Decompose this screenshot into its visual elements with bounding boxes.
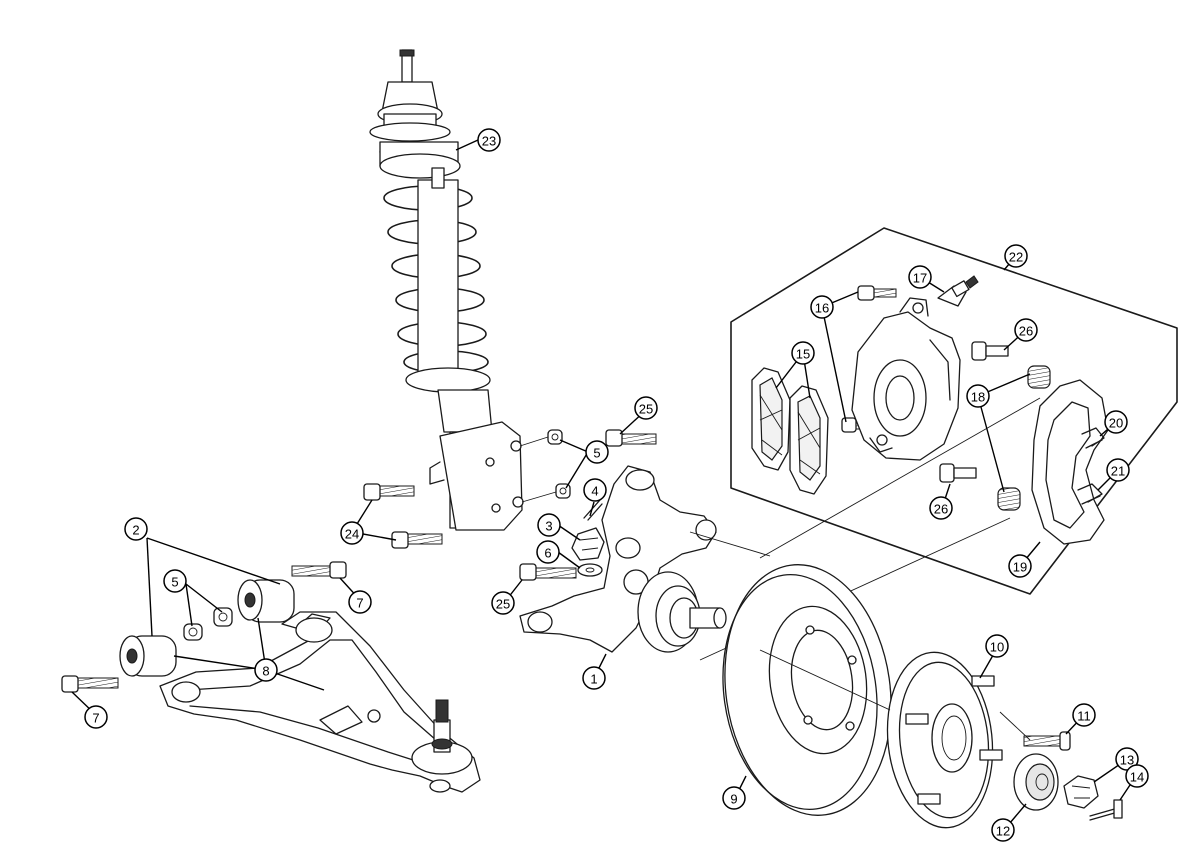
callout-5-arm: 5 bbox=[163, 569, 187, 593]
callouts: 1 2 3 4 5 5 6 7 7 8 9 10 11 12 13 14 15 … bbox=[84, 128, 1149, 842]
callout-1: 1 bbox=[582, 666, 606, 690]
callout-18: 18 bbox=[966, 384, 990, 408]
callout-23: 23 bbox=[477, 128, 501, 152]
callout-6: 6 bbox=[536, 540, 560, 564]
callout-19: 19 bbox=[1008, 554, 1032, 578]
control-arm-nuts bbox=[183, 607, 233, 641]
callout-8-label: 8 bbox=[262, 664, 269, 679]
callout-11-label: 11 bbox=[1077, 709, 1091, 724]
callout-23-label: 23 bbox=[482, 134, 496, 149]
steering-knuckle bbox=[519, 429, 771, 653]
wheel-hub bbox=[759, 649, 1003, 829]
callout-18-label: 18 bbox=[971, 390, 985, 405]
callout-13-label: 13 bbox=[1120, 753, 1134, 768]
callout-17-label: 17 bbox=[913, 271, 927, 286]
callout-11: 11 bbox=[1072, 703, 1096, 727]
callout-5-arm-label: 5 bbox=[171, 575, 178, 590]
callout-15-label: 15 bbox=[796, 347, 810, 362]
callout-2: 2 bbox=[124, 517, 148, 541]
callout-26-upper: 26 bbox=[1014, 318, 1038, 342]
callout-24: 24 bbox=[340, 521, 364, 545]
callout-4: 4 bbox=[583, 478, 607, 502]
control-arm-bushings bbox=[119, 579, 295, 677]
callout-1-label: 1 bbox=[590, 672, 597, 687]
callout-3-label: 3 bbox=[545, 519, 552, 534]
hub-washer bbox=[1013, 753, 1059, 811]
callout-6-label: 6 bbox=[544, 546, 551, 561]
callout-7-right-label: 7 bbox=[356, 596, 363, 611]
caliper-body bbox=[851, 297, 961, 461]
callout-19-label: 19 bbox=[1013, 560, 1027, 575]
brake-pads bbox=[751, 367, 829, 495]
callout-7-left-label: 7 bbox=[92, 711, 99, 726]
castle-nut-and-pin bbox=[519, 499, 605, 581]
callout-14: 14 bbox=[1125, 764, 1149, 788]
callout-7-right: 7 bbox=[348, 590, 372, 614]
slide-pins bbox=[939, 341, 1009, 483]
callout-5-strut-label: 5 bbox=[593, 446, 600, 461]
callout-25-lower: 25 bbox=[491, 591, 515, 615]
dust-boots bbox=[997, 365, 1051, 511]
hub-split-pin bbox=[1089, 799, 1123, 821]
wheel-stud bbox=[999, 711, 1071, 751]
callout-16: 16 bbox=[810, 295, 834, 319]
callout-20: 20 bbox=[1104, 410, 1128, 434]
callout-22: 22 bbox=[1004, 244, 1028, 268]
callout-17: 17 bbox=[908, 265, 932, 289]
callout-25-lower-label: 25 bbox=[496, 597, 510, 612]
callout-26-lower: 26 bbox=[929, 496, 953, 520]
callout-16-label: 16 bbox=[815, 301, 829, 316]
callout-25-upper-label: 25 bbox=[639, 402, 653, 417]
lower-control-arm bbox=[159, 611, 481, 793]
callout-20-label: 20 bbox=[1109, 416, 1123, 431]
callout-5-strut: 5 bbox=[585, 440, 609, 464]
callout-9-label: 9 bbox=[730, 792, 737, 807]
callout-15: 15 bbox=[791, 341, 815, 365]
callout-24-label: 24 bbox=[345, 527, 359, 542]
callout-9: 9 bbox=[722, 786, 746, 810]
callout-2-label: 2 bbox=[132, 523, 139, 538]
callout-21: 21 bbox=[1106, 458, 1130, 482]
callout-26-upper-label: 26 bbox=[1019, 324, 1033, 339]
strut-bolts bbox=[363, 483, 443, 549]
anti-rattle-clips bbox=[1077, 427, 1105, 505]
callout-10-label: 10 bbox=[990, 640, 1004, 655]
brake-disc bbox=[722, 564, 892, 816]
hub-castle-nut bbox=[1063, 775, 1099, 809]
callout-7-left: 7 bbox=[84, 705, 108, 729]
callout-13: 13 bbox=[1115, 747, 1139, 771]
callout-26-lower-label: 26 bbox=[934, 502, 948, 517]
callout-10: 10 bbox=[985, 634, 1009, 658]
callout-3: 3 bbox=[537, 513, 561, 537]
callout-22-label: 22 bbox=[1009, 250, 1023, 265]
callout-12: 12 bbox=[991, 818, 1015, 842]
callout-21-label: 21 bbox=[1111, 464, 1125, 479]
strut-nuts bbox=[519, 429, 571, 503]
callout-12-label: 12 bbox=[996, 824, 1010, 839]
callout-4-label: 4 bbox=[591, 484, 598, 499]
callout-14-label: 14 bbox=[1130, 770, 1144, 785]
control-arm-bolts bbox=[61, 561, 347, 693]
callout-25-upper: 25 bbox=[634, 396, 658, 420]
callout-8: 8 bbox=[254, 658, 278, 682]
bleed-screw bbox=[937, 275, 979, 307]
strut-assembly bbox=[369, 49, 524, 531]
caliper-bracket bbox=[1031, 379, 1109, 545]
